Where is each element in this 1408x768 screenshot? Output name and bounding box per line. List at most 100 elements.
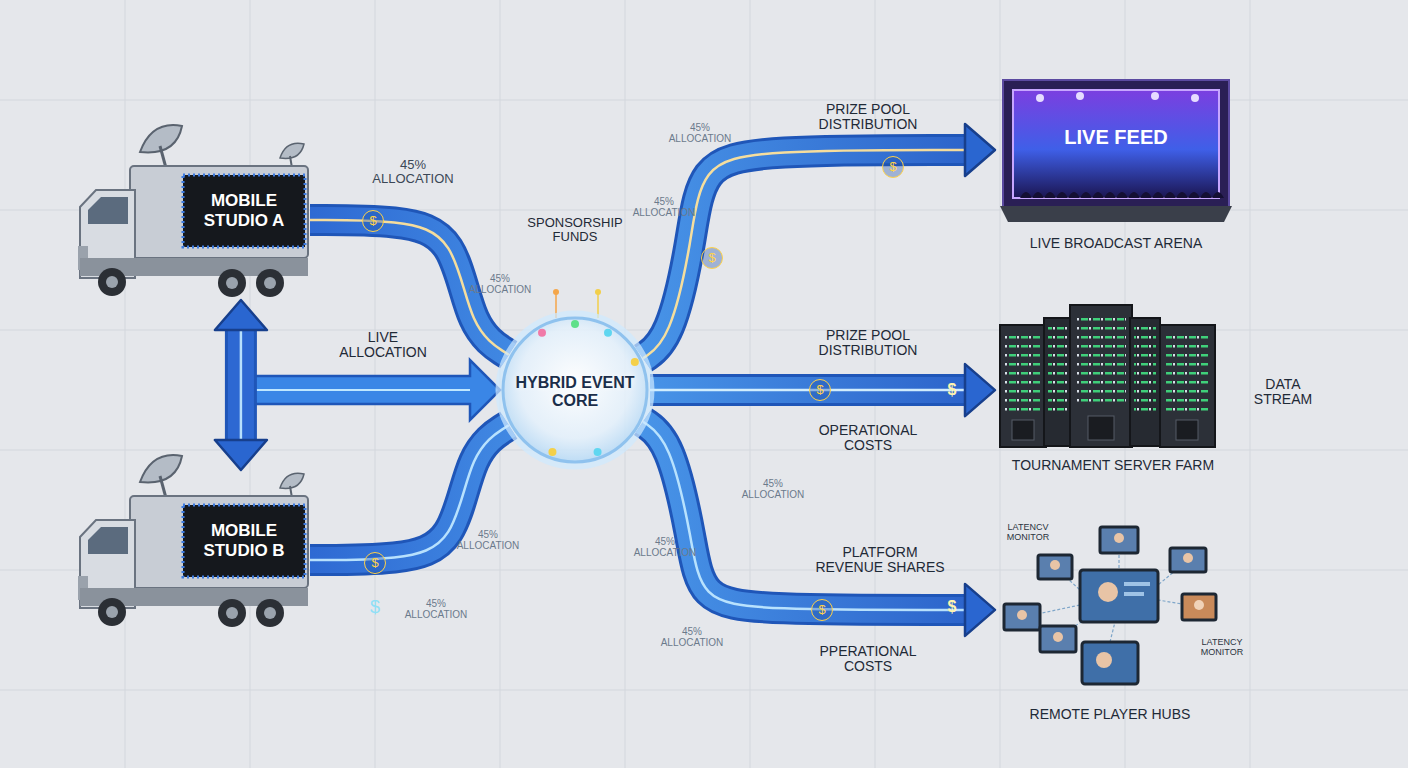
mobile-studio: MOBILE STUDIO B xyxy=(75,470,310,640)
rack-fan xyxy=(1088,416,1114,440)
hub-monitor xyxy=(1040,626,1076,652)
hub-monitor xyxy=(1182,594,1216,620)
coin-symbol: $ xyxy=(364,552,386,574)
hub-link xyxy=(1110,622,1115,642)
annotation-label: LATENCY MONITOR xyxy=(1193,638,1251,658)
event-core: HYBRID EVENT CORE xyxy=(500,315,650,465)
hub-monitor xyxy=(1170,548,1206,572)
player-face xyxy=(1050,560,1060,570)
hub-monitor xyxy=(1038,555,1072,579)
stage-light xyxy=(1151,92,1159,100)
edge-label: 45% ALLOCATION xyxy=(452,529,524,551)
node-title: LIVE FEED xyxy=(1016,126,1216,149)
hub-monitor xyxy=(1080,570,1158,622)
player-face xyxy=(1183,553,1193,563)
annotation-label: PPERATIONAL COSTS xyxy=(808,644,928,675)
node-title: TOURNAMENT SERVER FARM xyxy=(991,457,1236,473)
edge-label: 45% ALLOCATION xyxy=(366,158,461,187)
flow-core-line xyxy=(643,150,967,358)
arena-screen xyxy=(1013,90,1219,198)
arena-illustration xyxy=(1000,80,1232,222)
arrow-head xyxy=(965,584,995,636)
stage-base xyxy=(1000,206,1232,222)
server-rack xyxy=(1160,325,1215,447)
player-face xyxy=(1053,632,1063,642)
broadcast-arena: LIVE FEED LIVE BROADCAST ARENA xyxy=(995,80,1235,255)
annotation-label: 45% ALLOCATION xyxy=(629,536,701,558)
arrow-head xyxy=(215,300,267,330)
flow-band xyxy=(643,422,967,610)
player-face xyxy=(1017,610,1027,620)
truck-illustration xyxy=(78,455,308,627)
flow-connector xyxy=(215,300,267,470)
flow-connector xyxy=(643,422,995,636)
flow-arrow xyxy=(240,360,500,420)
flow-band xyxy=(228,328,254,442)
coin-symbol: $ xyxy=(362,210,384,232)
server-rack xyxy=(1000,325,1046,447)
core-dot xyxy=(538,329,546,337)
truck-illustration xyxy=(78,125,308,297)
annotation-label: 45% ALLOCATION xyxy=(737,478,809,500)
grid-line xyxy=(0,450,1408,451)
annotation-label: SPONSORSHIP FUNDS xyxy=(515,216,635,245)
stage-light xyxy=(1191,94,1199,102)
flow-band xyxy=(650,377,967,403)
flow-outline xyxy=(643,150,967,358)
rack-leds xyxy=(1005,332,1041,412)
flow-core-line xyxy=(240,328,243,442)
core-dot xyxy=(631,358,639,366)
flow-outline xyxy=(643,422,967,610)
arrow-head xyxy=(215,440,267,470)
hub-monitor xyxy=(1100,527,1138,553)
core-dot xyxy=(571,320,579,328)
node-title: REMOTE PLAYER HUBS xyxy=(983,706,1238,722)
annotation-label: OPERATIONAL COSTS xyxy=(808,423,928,454)
annotation-label: 45% ALLOCATION xyxy=(656,626,728,648)
annotation-label: 45% ALLOCATION xyxy=(628,196,700,218)
signal-dot xyxy=(595,289,601,295)
coin-symbol: $ xyxy=(811,599,833,621)
flow-connector xyxy=(643,124,995,358)
node-title: HYBRID EVENT CORE xyxy=(513,374,638,411)
grid-line xyxy=(0,690,1408,691)
player-face xyxy=(1098,582,1118,602)
rack-leds xyxy=(1134,325,1156,415)
mobile-studio: MOBILE STUDIO A xyxy=(75,140,310,300)
server-racks xyxy=(1000,305,1215,447)
annotation-label: 45% ALLOCATION xyxy=(464,273,536,295)
stage-light xyxy=(1076,92,1084,100)
player-face xyxy=(1114,533,1124,543)
grid-line xyxy=(1250,0,1251,768)
crowd-silhouette xyxy=(1020,192,1224,198)
annotation-label: $ xyxy=(364,598,386,618)
server-rack xyxy=(1130,318,1160,446)
hub-monitor xyxy=(1082,642,1138,684)
player-hubs: REMOTE PLAYER HUBS xyxy=(995,515,1250,725)
core-dot xyxy=(594,448,602,456)
coin-symbol: $ xyxy=(809,379,831,401)
monitor-bar xyxy=(1124,592,1144,596)
server-farm: TOURNAMENT SERVER FARM xyxy=(995,295,1240,480)
edge-label: PRIZE POOL DISTRIBUTION xyxy=(803,102,933,133)
flow-connector xyxy=(650,364,995,416)
core-outline xyxy=(503,318,647,462)
node-title: MOBILE STUDIO A xyxy=(188,191,300,230)
core-glow xyxy=(500,315,650,465)
coin-symbol: $ xyxy=(882,156,904,178)
monitor-bar xyxy=(1124,582,1150,586)
rack-leds xyxy=(1048,325,1068,415)
flow-band xyxy=(643,150,967,358)
flow-line xyxy=(245,389,470,391)
rack-fan xyxy=(1176,420,1198,440)
player-face xyxy=(1194,600,1204,610)
flow-core-line xyxy=(643,422,967,610)
rack-fan xyxy=(1012,420,1034,440)
arrow-head xyxy=(965,124,995,176)
edge-label: PRIZE POOL DISTRIBUTION xyxy=(803,328,933,359)
node-caption: LIVE BROADCAST ARENA xyxy=(996,235,1236,251)
